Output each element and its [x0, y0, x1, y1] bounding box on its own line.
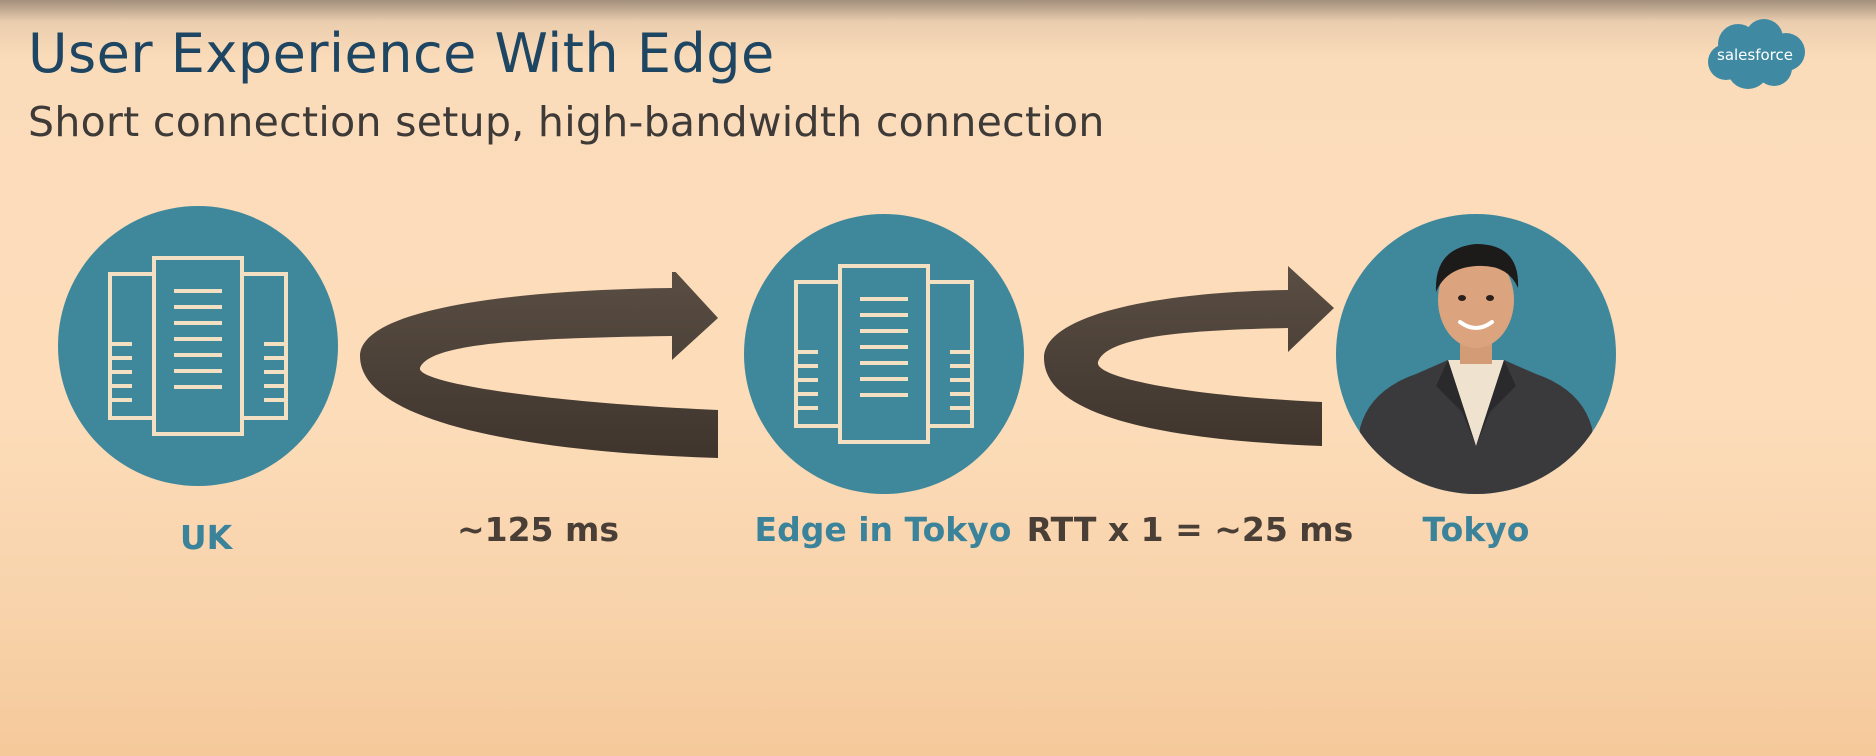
node-label-tokyo: Tokyo: [1422, 510, 1530, 549]
user-photo: [1356, 244, 1596, 494]
link-label-edge-user: RTT x 1 = ~25 ms: [1026, 510, 1354, 549]
node-label-edge: Edge in Tokyo: [754, 510, 1012, 549]
slide-title: User Experience With Edge: [28, 22, 775, 85]
salesforce-logo: salesforce: [1708, 19, 1805, 89]
cloud-icon: [1708, 19, 1805, 89]
slide-subtitle: Short connection setup, high-bandwidth c…: [28, 98, 1105, 146]
svg-text:salesforce: salesforce: [1717, 46, 1793, 64]
tokyo-user-node: [1336, 214, 1616, 494]
link-label-uk-edge: ~125 ms: [456, 510, 620, 549]
uk-server-node: [58, 206, 338, 486]
curved-arrow-icon: [1044, 266, 1334, 446]
server-building-icon: [108, 256, 288, 436]
curved-arrow-icon: [360, 272, 718, 458]
edge-server-node: [744, 214, 1024, 494]
node-label-uk: UK: [179, 518, 233, 557]
server-building-icon: [794, 264, 974, 444]
